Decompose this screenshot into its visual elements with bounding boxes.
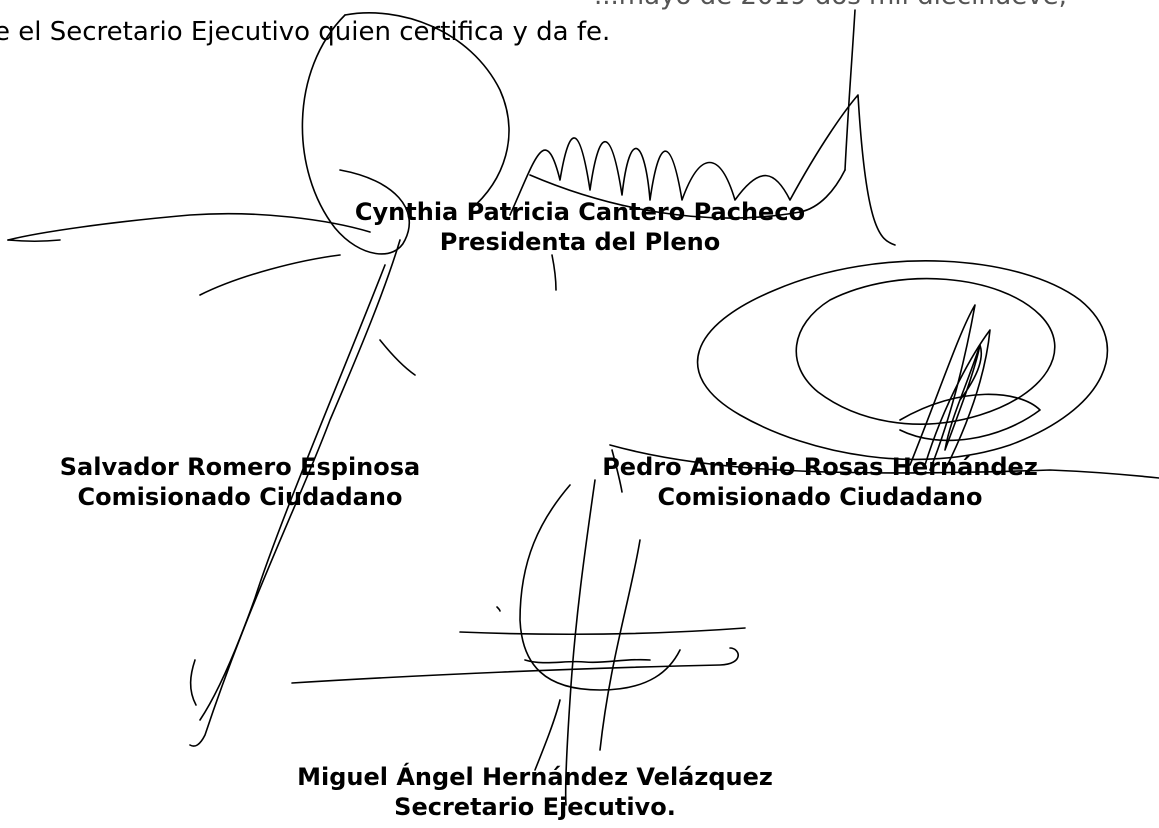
signatory-commissioner-rosas: Pedro Antonio Rosas Hernández Comisionad… xyxy=(585,452,1055,512)
signatory-commissioner-romero: Salvador Romero Espinosa Comisionado Ciu… xyxy=(30,452,450,512)
signatory-role: Secretario Ejecutivo. xyxy=(394,793,676,821)
signatory-executive-secretary: Miguel Ángel Hernández Velázquez Secreta… xyxy=(255,762,815,822)
closing-line-fragment: ...mayo de 2019 dos mil diecinueve, xyxy=(0,0,1067,14)
signatory-president: Cynthia Patricia Cantero Pacheco Preside… xyxy=(300,197,860,257)
signatory-name: Salvador Romero Espinosa xyxy=(59,453,421,481)
signatory-name: Miguel Ángel Hernández Velázquez xyxy=(297,763,773,791)
signatory-name: Pedro Antonio Rosas Hernández xyxy=(602,453,1038,481)
closing-paragraph: ...mayo de 2019 dos mil diecinueve, e el… xyxy=(0,0,1067,50)
signatory-role: Comisionado Ciudadano xyxy=(77,483,403,511)
signatory-role: Comisionado Ciudadano xyxy=(657,483,983,511)
closing-line: e el Secretario Ejecutivo quien certific… xyxy=(0,17,611,47)
signature-secretary xyxy=(291,479,746,806)
signatory-role: Presidenta del Pleno xyxy=(439,228,721,256)
signatory-name: Cynthia Patricia Cantero Pacheco xyxy=(354,198,806,226)
